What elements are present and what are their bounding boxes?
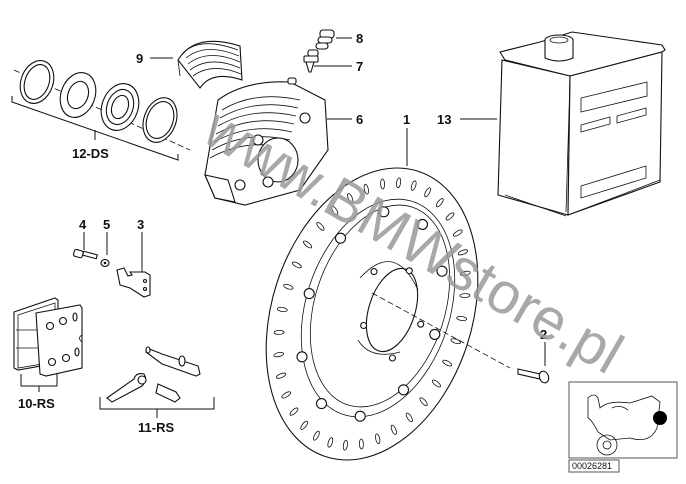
vent-slot	[291, 261, 302, 269]
callout-5[interactable]: 5	[103, 217, 110, 232]
vent-slot	[331, 205, 339, 216]
hub-bolt-hole	[360, 321, 368, 330]
vent-slot	[445, 212, 455, 221]
callout-7[interactable]: 7	[356, 59, 363, 74]
vent-slot	[410, 180, 417, 191]
vent-slot	[347, 193, 354, 204]
vent-slot	[375, 433, 381, 445]
vent-slot	[459, 293, 471, 299]
callout-4[interactable]: 4	[79, 217, 87, 232]
vent-slot	[276, 307, 288, 312]
disc-bolt-part[interactable]	[517, 368, 550, 384]
rivet-boss	[378, 206, 390, 218]
vent-slot	[453, 229, 463, 237]
vent-slot	[431, 379, 441, 388]
vent-slot	[273, 351, 285, 358]
vent-slot	[289, 407, 299, 416]
hub-bolt-hole	[405, 267, 413, 275]
bleed-valve-part[interactable]	[303, 49, 319, 73]
vent-slot	[273, 329, 285, 335]
brake-caliper-part[interactable]	[204, 77, 329, 206]
rivet-boss	[303, 288, 315, 300]
rivet-boss	[416, 218, 429, 230]
vent-slot	[390, 424, 397, 435]
screw-part[interactable]	[73, 248, 98, 260]
brake-pads-bracket-line	[20, 374, 58, 387]
vent-slot	[456, 316, 468, 321]
vent-slot	[363, 183, 369, 195]
vent-slot	[327, 437, 334, 448]
vent-slot	[300, 420, 309, 430]
disc-bolt-axis	[371, 292, 511, 369]
vent-slot	[380, 178, 386, 190]
rivet-boss	[354, 410, 366, 422]
location-marker-icon	[653, 411, 667, 425]
image-code: 00026281	[572, 461, 612, 471]
callout-13[interactable]: 13	[437, 112, 451, 127]
rivet-boss	[397, 384, 410, 396]
callout-6[interactable]: 6	[356, 112, 363, 127]
rivet-boss	[429, 328, 441, 340]
brake-pads-part[interactable]	[13, 297, 83, 377]
vent-slot	[283, 283, 294, 290]
image-code-box	[568, 459, 620, 473]
vent-slot	[459, 270, 471, 277]
vent-slot	[358, 438, 364, 450]
brake-fluid-can-part[interactable]	[497, 31, 666, 217]
vent-slot	[457, 249, 468, 256]
vent-slot	[424, 187, 431, 198]
brake-disc-part[interactable]	[231, 140, 514, 484]
hub-bolt-hole	[370, 268, 378, 276]
callout-3[interactable]: 3	[137, 217, 144, 232]
hub-bolt-hole	[388, 354, 396, 362]
hub-bolt-hole	[417, 320, 425, 328]
rivet-boss	[334, 232, 347, 244]
bracket-part[interactable]	[116, 267, 151, 298]
vent-slot	[313, 430, 320, 441]
vent-slot	[396, 177, 402, 189]
vent-slot	[316, 221, 325, 231]
callout-10-RS[interactable]: 10-RS	[18, 396, 55, 411]
vent-slot	[450, 338, 461, 345]
vent-slot	[419, 397, 428, 407]
callout-12-DS[interactable]: 12-DS	[72, 146, 109, 161]
bleed-cap-part[interactable]	[315, 29, 335, 50]
pin-repair-set-parts[interactable]	[106, 346, 201, 403]
washer-part[interactable]	[100, 258, 110, 268]
rivet-boss	[296, 351, 308, 363]
vent-slot	[405, 412, 413, 423]
seal-kit-parts[interactable]	[13, 56, 191, 151]
callout-2[interactable]: 2	[540, 327, 547, 342]
vent-slot	[342, 439, 348, 451]
vent-slot	[442, 359, 453, 367]
callout-11-RS[interactable]: 11-RS	[138, 420, 174, 435]
rivet-boss	[436, 265, 448, 277]
rivet-boss	[315, 398, 328, 410]
callout-9[interactable]: 9	[136, 51, 143, 66]
vent-slot	[303, 240, 313, 249]
callout-1[interactable]: 1	[403, 112, 410, 127]
callout-8[interactable]: 8	[356, 31, 363, 46]
vent-slot	[435, 198, 444, 208]
vent-slot	[276, 372, 287, 379]
locator-thumbnail	[568, 381, 678, 459]
dust-cover-part[interactable]	[177, 40, 243, 89]
vent-slot	[281, 391, 291, 399]
